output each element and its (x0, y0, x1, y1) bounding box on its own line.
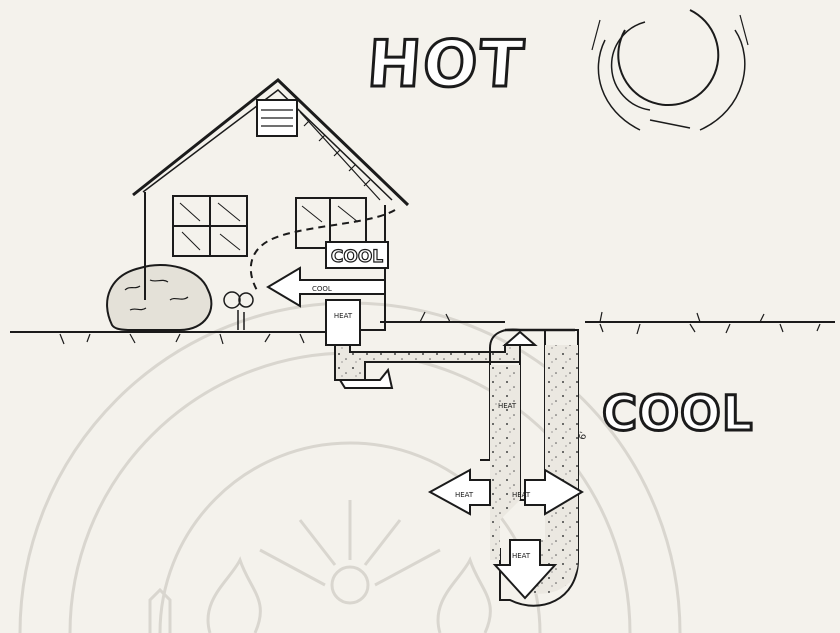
svg-text:HEAT: HEAT (512, 491, 531, 499)
hot-title: HOT (365, 28, 528, 102)
bush-icon (107, 265, 211, 330)
svg-text:COOL: COOL (602, 386, 753, 442)
flower-icon (224, 292, 253, 330)
cool-panel: COOL (326, 242, 388, 268)
svg-text:COOL: COOL (312, 285, 332, 293)
sun-icon (592, 10, 748, 130)
intake-duct: HEAT (326, 300, 360, 345)
soil-depth-label: 6' (578, 431, 589, 441)
svg-text:COOL: COOL (331, 247, 383, 267)
svg-text:HOT: HOT (365, 28, 528, 102)
svg-text:HEAT: HEAT (334, 312, 353, 320)
cool-underground-title: COOL (602, 386, 753, 442)
svg-text:HEAT: HEAT (498, 402, 517, 410)
svg-text:HEAT: HEAT (512, 552, 531, 560)
svg-text:HEAT: HEAT (455, 491, 474, 499)
